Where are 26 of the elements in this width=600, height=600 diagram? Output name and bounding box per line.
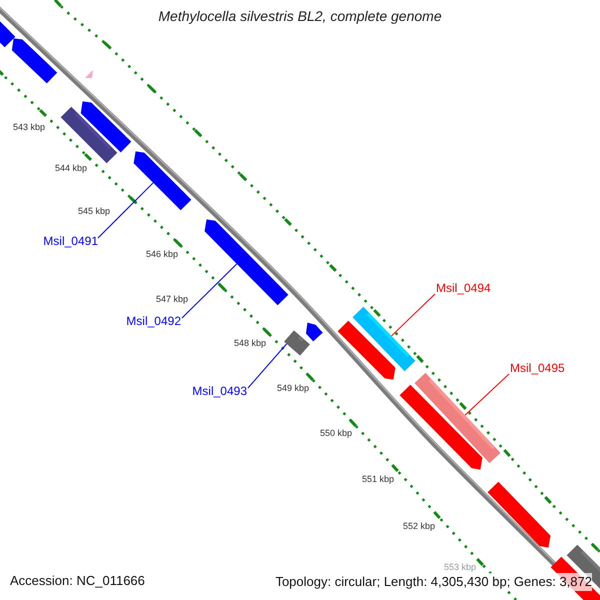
tick-label: 549 kbp bbox=[277, 384, 310, 394]
gene-label: Msil_0492 bbox=[126, 315, 181, 328]
footer-text: Topology: circular; Length: 4,305,430 bp; Genes: 3,872 bbox=[275, 573, 592, 592]
title: Methylocella silvestris BL2, complete genome bbox=[157, 9, 443, 24]
leader-line bbox=[248, 343, 288, 388]
gene-bar bbox=[414, 372, 500, 464]
tick-label: 548 kbp bbox=[234, 339, 266, 349]
gene-bar bbox=[352, 306, 416, 372]
tick-label: 550 kbp bbox=[320, 429, 352, 439]
gene-label: Msil_0494 bbox=[436, 282, 491, 296]
gene-label: Msil_0493 bbox=[192, 385, 247, 398]
tick-label: 543 kbp bbox=[13, 123, 46, 133]
tick-label: 544 kbp bbox=[55, 164, 88, 174]
leader-line bbox=[390, 294, 436, 336]
gene-bar bbox=[284, 330, 310, 356]
tick-label: 546 kbp bbox=[146, 250, 178, 260]
leader-line bbox=[464, 374, 510, 416]
gene-bar bbox=[204, 219, 288, 306]
leader-line bbox=[182, 263, 238, 318]
tick-label: 553 kbp bbox=[444, 563, 476, 573]
gene-bar bbox=[134, 151, 192, 210]
tick-label: 552 kbp bbox=[403, 522, 436, 532]
gene-label: Msil_0495 bbox=[510, 362, 565, 376]
leader-line bbox=[98, 182, 154, 238]
gene-label: Msil_0491 bbox=[43, 235, 98, 248]
footer-text: Accession: NC_011666 bbox=[10, 574, 145, 588]
